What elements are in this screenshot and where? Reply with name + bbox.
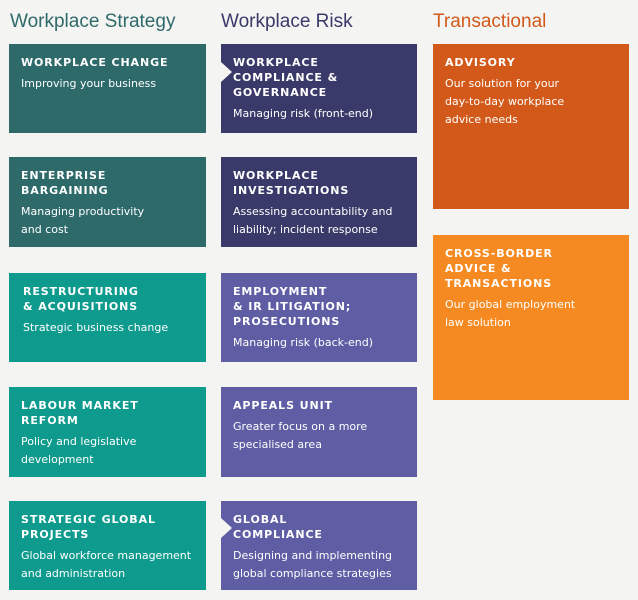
card-workplace-investigations: WORKPLACE INVESTIGATIONS Assessing accou… — [221, 157, 417, 247]
card-employment-ir-litigation: EMPLOYMENT & IR LITIGATION; PROSECUTIONS… — [221, 273, 417, 362]
card-description: Our solution for your day-to-day workpla… — [445, 77, 565, 126]
card-workplace-change: WORKPLACE CHANGE Improving your business — [9, 44, 206, 133]
card-title: CROSS-BORDER ADVICE & TRANSACTIONS — [445, 247, 553, 290]
card-enterprise-bargaining: ENTERPRISE BARGAINING Managing productiv… — [9, 157, 206, 247]
heading-workplace-strategy: Workplace Strategy — [10, 11, 176, 32]
card-title: RESTRUCTURING & ACQUISITIONS — [23, 285, 139, 313]
heading-workplace-risk: Workplace Risk — [221, 11, 353, 32]
card-advisory: ADVISORY Our solution for your day-to-da… — [433, 44, 629, 209]
card-title: GLOBAL COMPLIANCE — [233, 513, 323, 541]
card-title: ENTERPRISE BARGAINING — [21, 169, 109, 197]
card-title: APPEALS UNIT — [233, 399, 333, 412]
flow-arrow-right — [221, 518, 232, 538]
card-title: EMPLOYMENT & IR LITIGATION; PROSECUTIONS — [233, 285, 352, 328]
card-description: Managing productivity and cost — [21, 205, 145, 236]
card-restructuring-acquisitions: RESTRUCTURING & ACQUISITIONS Strategic b… — [9, 273, 206, 362]
card-title: ADVISORY — [445, 56, 516, 69]
card-workplace-compliance-governance: WORKPLACE COMPLIANCE & GOVERNANCE Managi… — [221, 44, 417, 133]
card-title: WORKPLACE INVESTIGATIONS — [233, 169, 350, 197]
card-title: WORKPLACE COMPLIANCE & GOVERNANCE — [233, 56, 339, 99]
card-cross-border-advice: CROSS-BORDER ADVICE & TRANSACTIONS Our g… — [433, 235, 629, 400]
card-description: Designing and implementing global compli… — [233, 549, 393, 580]
card-description: Improving your business — [21, 77, 157, 90]
card-description: Global workforce management and administ… — [21, 549, 192, 580]
card-description: Managing risk (back-end) — [233, 336, 374, 349]
flow-arrow-right — [221, 62, 232, 82]
flow-arrow-down — [157, 247, 177, 258]
card-labour-market-reform: LABOUR MARKET REFORM Policy and legislat… — [9, 387, 206, 477]
flow-arrow-down — [157, 133, 177, 144]
card-title: STRATEGIC GLOBAL PROJECTS — [21, 513, 156, 541]
heading-transactional: Transactional — [433, 11, 547, 32]
card-title: WORKPLACE CHANGE — [21, 56, 169, 69]
card-description: Our global employment law solution — [445, 298, 576, 329]
card-description: Greater focus on a more specialised area — [233, 420, 368, 451]
card-description: Policy and legislative development — [21, 435, 137, 466]
card-strategic-global-projects: STRATEGIC GLOBAL PROJECTS Global workfor… — [9, 501, 206, 590]
card-description: Assessing accountability and liability; … — [233, 205, 393, 236]
card-title: LABOUR MARKET REFORM — [21, 399, 139, 427]
card-appeals-unit: APPEALS UNIT Greater focus on a more spe… — [221, 387, 417, 477]
flow-arrow-down — [368, 247, 388, 258]
card-description: Managing risk (front-end) — [233, 107, 374, 120]
flow-arrow-down — [588, 209, 608, 220]
card-global-compliance: GLOBAL COMPLIANCE Designing and implemen… — [221, 501, 417, 590]
card-description: Strategic business change — [23, 321, 169, 334]
